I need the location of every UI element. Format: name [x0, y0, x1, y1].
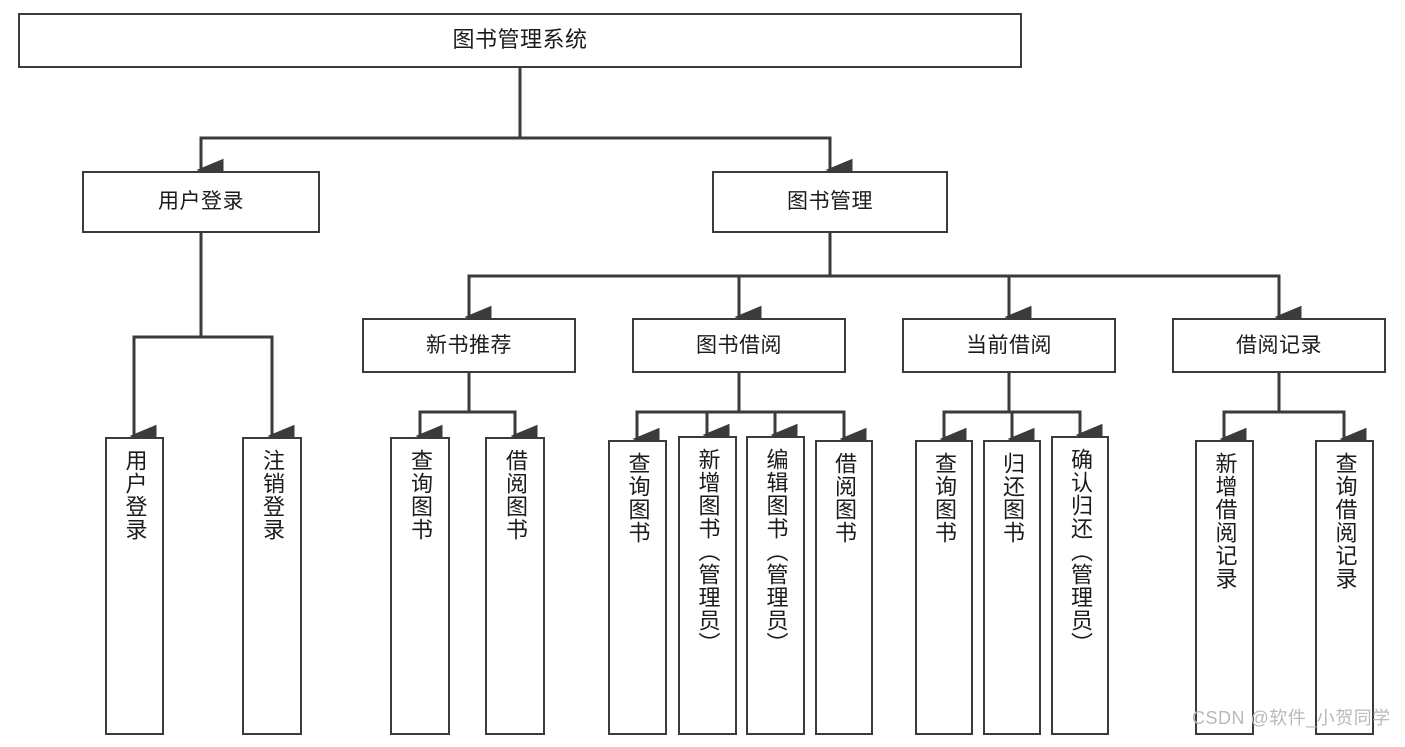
node-leaf-logout-login[interactable]: 注销登录	[242, 437, 302, 735]
node-leaf-return-book-label: 归还图书	[999, 452, 1025, 544]
node-leaf-borrow-book-label: 借阅图书	[831, 452, 857, 544]
csdn-watermark: CSDN @软件_小贺同学	[1192, 708, 1391, 728]
node-book-management-label: 图书管理	[787, 190, 873, 214]
node-user-login-label: 用户登录	[158, 190, 244, 214]
node-leaf-confirm-return-admin[interactable]: 确认归还（管理员）	[1051, 436, 1109, 735]
node-leaf-edit-book-admin[interactable]: 编辑图书（管理员）	[746, 436, 805, 735]
node-leaf-borrow-book-recommend-label: 借阅图书	[502, 449, 528, 541]
node-root-label: 图书管理系统	[452, 27, 588, 53]
node-leaf-add-borrow-record[interactable]: 新增借阅记录	[1195, 440, 1254, 735]
node-leaf-query-book-recommend-label: 查询图书	[407, 449, 433, 541]
node-leaf-logout-login-label: 注销登录	[259, 449, 285, 541]
node-leaf-add-book-admin[interactable]: 新增图书（管理员）	[678, 436, 737, 735]
node-leaf-user-login-label: 用户登录	[122, 449, 148, 541]
node-leaf-query-borrow-record[interactable]: 查询借阅记录	[1315, 440, 1374, 735]
node-leaf-confirm-return-admin-label: 确认归还（管理员）	[1067, 448, 1093, 655]
node-current-borrow[interactable]: 当前借阅	[902, 318, 1116, 373]
node-leaf-query-book-recommend[interactable]: 查询图书	[390, 437, 450, 735]
node-leaf-query-book-borrow-label: 查询图书	[625, 452, 651, 544]
node-leaf-query-book-borrow[interactable]: 查询图书	[608, 440, 667, 735]
node-new-book-recommend[interactable]: 新书推荐	[362, 318, 576, 373]
node-leaf-add-book-admin-label: 新增图书（管理员）	[695, 448, 721, 655]
node-leaf-borrow-book[interactable]: 借阅图书	[815, 440, 873, 735]
node-new-book-recommend-label: 新书推荐	[426, 333, 512, 357]
node-leaf-user-login[interactable]: 用户登录	[105, 437, 164, 735]
node-book-borrow[interactable]: 图书借阅	[632, 318, 846, 373]
node-leaf-query-book-current[interactable]: 查询图书	[915, 440, 973, 735]
node-current-borrow-label: 当前借阅	[966, 333, 1052, 357]
node-root[interactable]: 图书管理系统	[18, 13, 1022, 68]
node-book-borrow-label: 图书借阅	[696, 333, 782, 357]
node-leaf-return-book[interactable]: 归还图书	[983, 440, 1041, 735]
node-borrow-record-label: 借阅记录	[1236, 333, 1322, 357]
node-borrow-record[interactable]: 借阅记录	[1172, 318, 1386, 373]
node-leaf-query-borrow-record-label: 查询借阅记录	[1332, 452, 1358, 590]
node-leaf-query-book-current-label: 查询图书	[931, 452, 957, 544]
node-leaf-add-borrow-record-label: 新增借阅记录	[1212, 452, 1238, 590]
node-leaf-edit-book-admin-label: 编辑图书（管理员）	[763, 448, 789, 655]
node-leaf-borrow-book-recommend[interactable]: 借阅图书	[485, 437, 545, 735]
node-user-login[interactable]: 用户登录	[82, 171, 320, 233]
node-book-management[interactable]: 图书管理	[712, 171, 948, 233]
